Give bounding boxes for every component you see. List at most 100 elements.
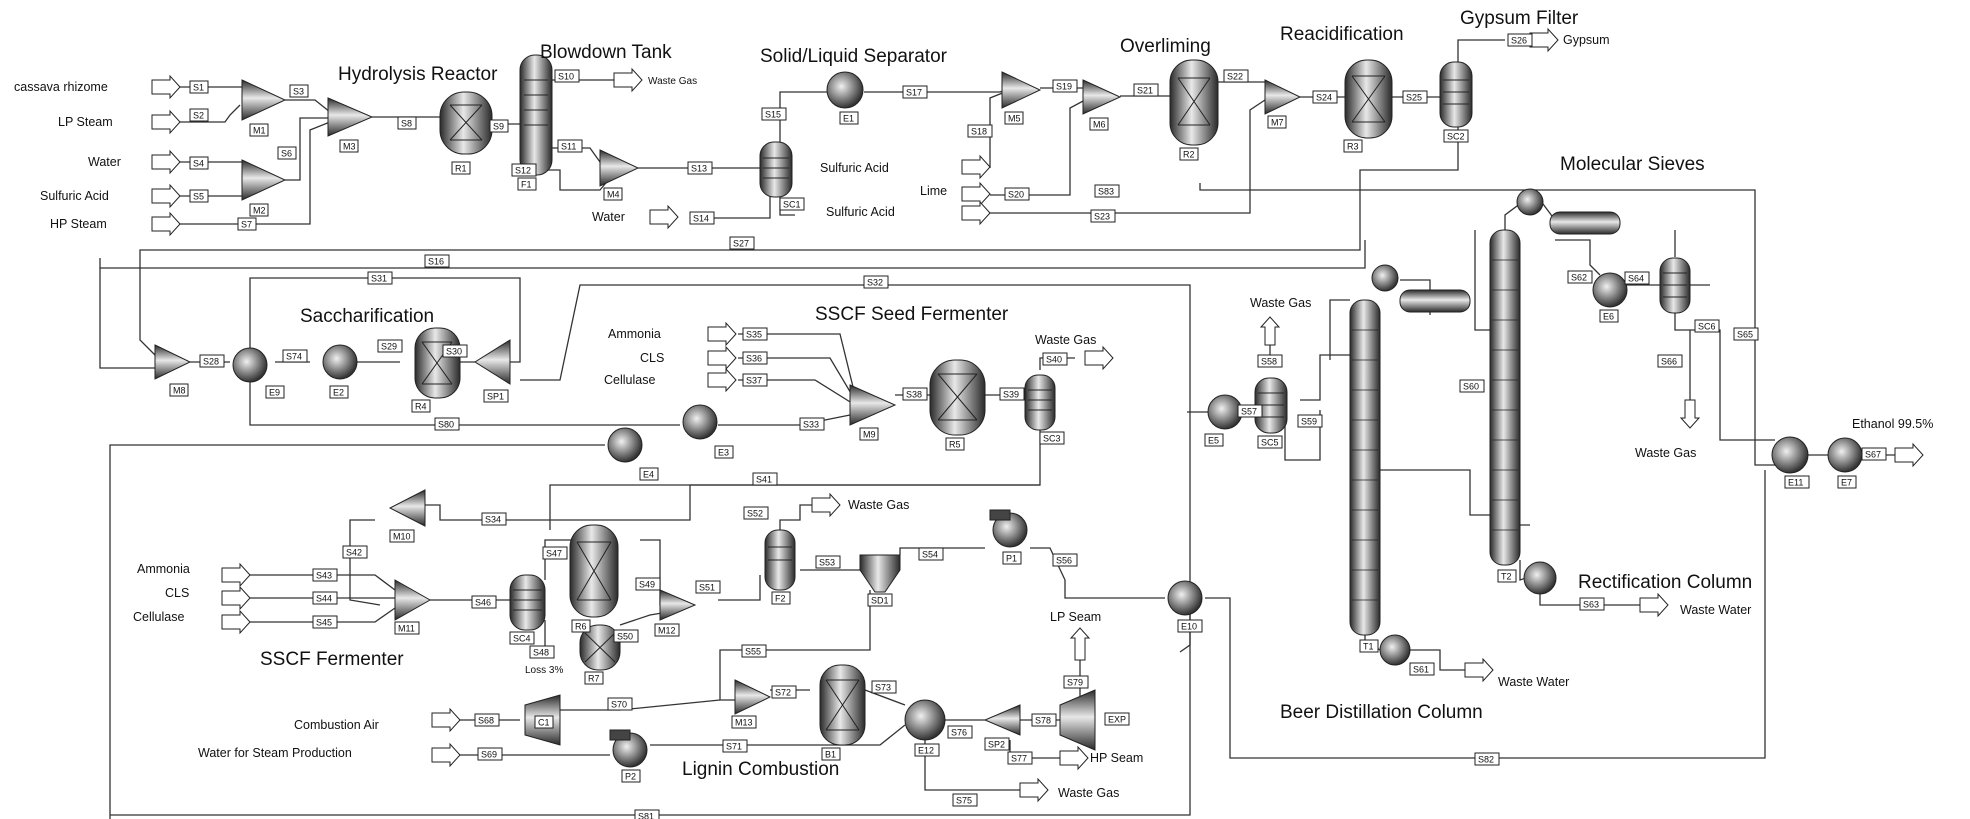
svg-text:S11: S11 bbox=[561, 142, 576, 152]
svg-text:S33: S33 bbox=[803, 420, 819, 430]
title-sscf-seed-fermenter: SSCF Seed Fermenter bbox=[815, 304, 1009, 325]
label-loss: Loss 3% bbox=[525, 665, 563, 676]
label-ammonia-ferm: Ammonia bbox=[137, 562, 190, 576]
unit-label-m2: M2 bbox=[250, 204, 268, 216]
stream-label-s32: S32 bbox=[864, 276, 888, 288]
label-lp-steam: LP Steam bbox=[58, 115, 113, 129]
svg-text:S8: S8 bbox=[401, 119, 412, 129]
svg-text:M12: M12 bbox=[658, 626, 676, 636]
label-waste-gas-seed: Waste Gas bbox=[1035, 333, 1096, 347]
svg-text:S18: S18 bbox=[971, 127, 987, 137]
svg-text:S3: S3 bbox=[293, 87, 304, 97]
svg-text:S54: S54 bbox=[922, 550, 938, 560]
svg-text:S41: S41 bbox=[756, 475, 772, 485]
svg-text:S43: S43 bbox=[316, 571, 332, 581]
svg-text:E7: E7 bbox=[1841, 478, 1852, 488]
title-beer-distillation-column: Beer Distillation Column bbox=[1280, 702, 1483, 723]
unit-label-e7: E7 bbox=[1838, 476, 1856, 488]
stream-label-s27: S27 bbox=[730, 237, 754, 249]
svg-text:S20: S20 bbox=[1008, 190, 1024, 200]
stream-label-s77: S77 bbox=[1008, 752, 1032, 764]
svg-text:S45: S45 bbox=[316, 618, 332, 628]
unit-label-m1: M1 bbox=[250, 124, 268, 136]
stream-label-s39: S39 bbox=[1000, 388, 1024, 400]
svg-text:S34: S34 bbox=[485, 515, 501, 525]
cooler-e4 bbox=[608, 428, 642, 462]
svg-text:S46: S46 bbox=[475, 598, 491, 608]
stream-label-s10: S10 bbox=[555, 70, 579, 82]
stream-label-s54: S54 bbox=[919, 548, 943, 560]
svg-text:M9: M9 bbox=[863, 430, 876, 440]
exchanger-e9 bbox=[233, 348, 267, 382]
stream-label-s70: S70 bbox=[608, 698, 632, 710]
heater-e1 bbox=[827, 72, 863, 108]
mixer-m7 bbox=[1265, 80, 1300, 114]
svg-text:S53: S53 bbox=[819, 558, 835, 568]
svg-text:R6: R6 bbox=[575, 622, 587, 632]
mixer-m2 bbox=[242, 160, 285, 200]
svg-text:S67: S67 bbox=[1865, 450, 1881, 460]
flash-f1 bbox=[520, 55, 552, 175]
stream-label-s45: S45 bbox=[313, 616, 337, 628]
stream-label-s28: S28 bbox=[200, 355, 224, 367]
stream-label-s17: S17 bbox=[903, 86, 927, 98]
unit-label-e2: E2 bbox=[330, 386, 348, 398]
unit-label-b1: B1 bbox=[822, 748, 840, 760]
svg-text:P2: P2 bbox=[625, 772, 636, 782]
unit-label-t2: T2 bbox=[1498, 570, 1516, 582]
svg-text:S50: S50 bbox=[617, 632, 633, 642]
unit-label-c1: C1 bbox=[535, 716, 553, 728]
svg-text:S70: S70 bbox=[611, 700, 627, 710]
svg-text:S30: S30 bbox=[446, 347, 462, 357]
mixer-m5 bbox=[1002, 72, 1040, 108]
mixer-m10 bbox=[390, 490, 425, 526]
unit-label-t1: T1 bbox=[1360, 640, 1378, 652]
stream-label-s59: S59 bbox=[1298, 415, 1322, 427]
stream-label-s11: S11 bbox=[558, 140, 582, 152]
unit-label-e9: E9 bbox=[266, 386, 284, 398]
stream-label-s58: S58 bbox=[1258, 355, 1282, 367]
svg-text:EXP: EXP bbox=[1108, 715, 1126, 725]
unit-label-r5: R5 bbox=[946, 438, 964, 450]
svg-text:M8: M8 bbox=[173, 386, 186, 396]
title-hydrolysis-reactor: Hydrolysis Reactor bbox=[338, 64, 498, 85]
svg-text:S57: S57 bbox=[1241, 407, 1257, 417]
stream-label-s48: S48 bbox=[530, 646, 554, 658]
title-solid-liquid-separator: Solid/Liquid Separator bbox=[760, 46, 948, 67]
svg-text:S37: S37 bbox=[746, 376, 762, 386]
stream-label-s53: S53 bbox=[816, 556, 840, 568]
stream-label-s78: S78 bbox=[1032, 714, 1056, 726]
svg-text:S10: S10 bbox=[558, 72, 574, 82]
condenser-t1 bbox=[1372, 265, 1398, 291]
svg-text:S79: S79 bbox=[1067, 678, 1083, 688]
unit-label-m4: M4 bbox=[604, 188, 622, 200]
stream-label-s67: S67 bbox=[1862, 448, 1886, 460]
svg-text:S17: S17 bbox=[906, 88, 922, 98]
unit-label-r2: R2 bbox=[1180, 148, 1198, 160]
unit-label-sp1: SP1 bbox=[484, 390, 508, 402]
svg-text:C1: C1 bbox=[538, 718, 550, 728]
svg-text:R4: R4 bbox=[415, 402, 427, 412]
unit-label-sc2: SC2 bbox=[1444, 130, 1468, 142]
unit-label-m10: M10 bbox=[390, 530, 414, 542]
svg-text:S52: S52 bbox=[747, 509, 763, 519]
stream-label-s47: S47 bbox=[543, 547, 567, 559]
exchanger-e11 bbox=[1772, 437, 1808, 473]
title-reacidification: Reacidification bbox=[1280, 24, 1404, 45]
unit-label-m3: M3 bbox=[340, 140, 358, 152]
svg-text:B1: B1 bbox=[825, 750, 836, 760]
svg-text:E10: E10 bbox=[1181, 622, 1197, 632]
unit-label-m12: M12 bbox=[655, 624, 679, 636]
filter-sc2 bbox=[1440, 62, 1472, 127]
label-waste-gas-f2: Waste Gas bbox=[848, 498, 909, 512]
reactor-r6 bbox=[570, 525, 618, 617]
stream-label-s68: S68 bbox=[475, 714, 499, 726]
label-waste-gas-comb: Waste Gas bbox=[1058, 786, 1119, 800]
label-waste-water-rect: Waste Water bbox=[1680, 603, 1751, 617]
label-waste-gas-blowdown: Waste Gas bbox=[648, 76, 697, 87]
stream-label-s33: S33 bbox=[800, 418, 824, 430]
stream-label-s83: S83 bbox=[1095, 185, 1119, 197]
stream-label-s57: S57 bbox=[1238, 405, 1262, 417]
stream-label-s62: S62 bbox=[1568, 271, 1592, 283]
unit-label-exp: EXP bbox=[1105, 713, 1129, 725]
